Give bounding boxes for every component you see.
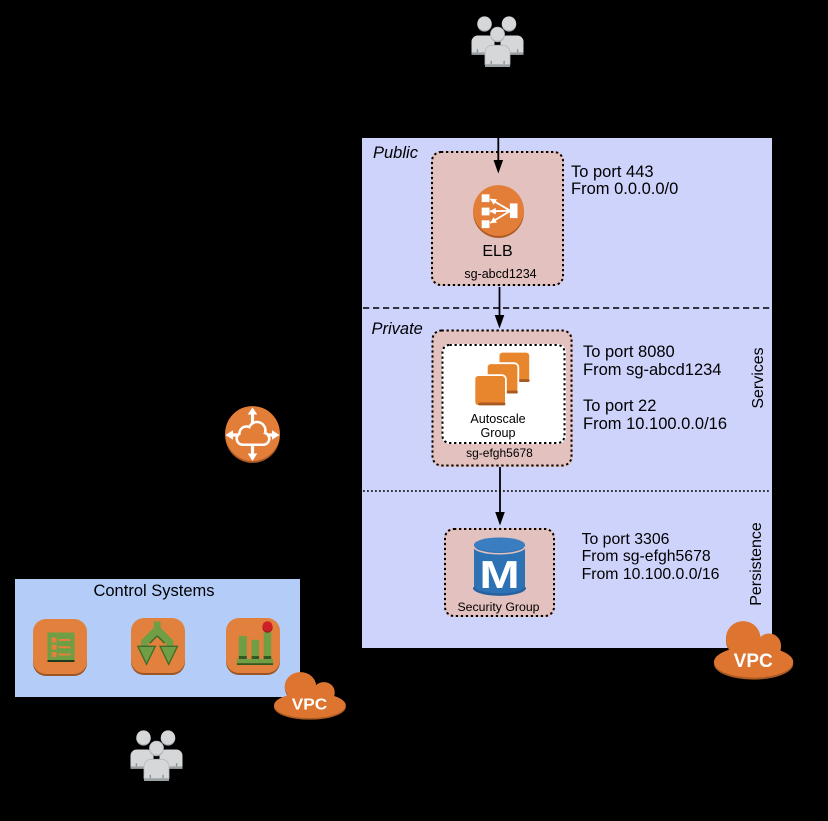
svg-text:M: M	[479, 553, 519, 596]
svg-text:VPC: VPC	[734, 651, 773, 672]
